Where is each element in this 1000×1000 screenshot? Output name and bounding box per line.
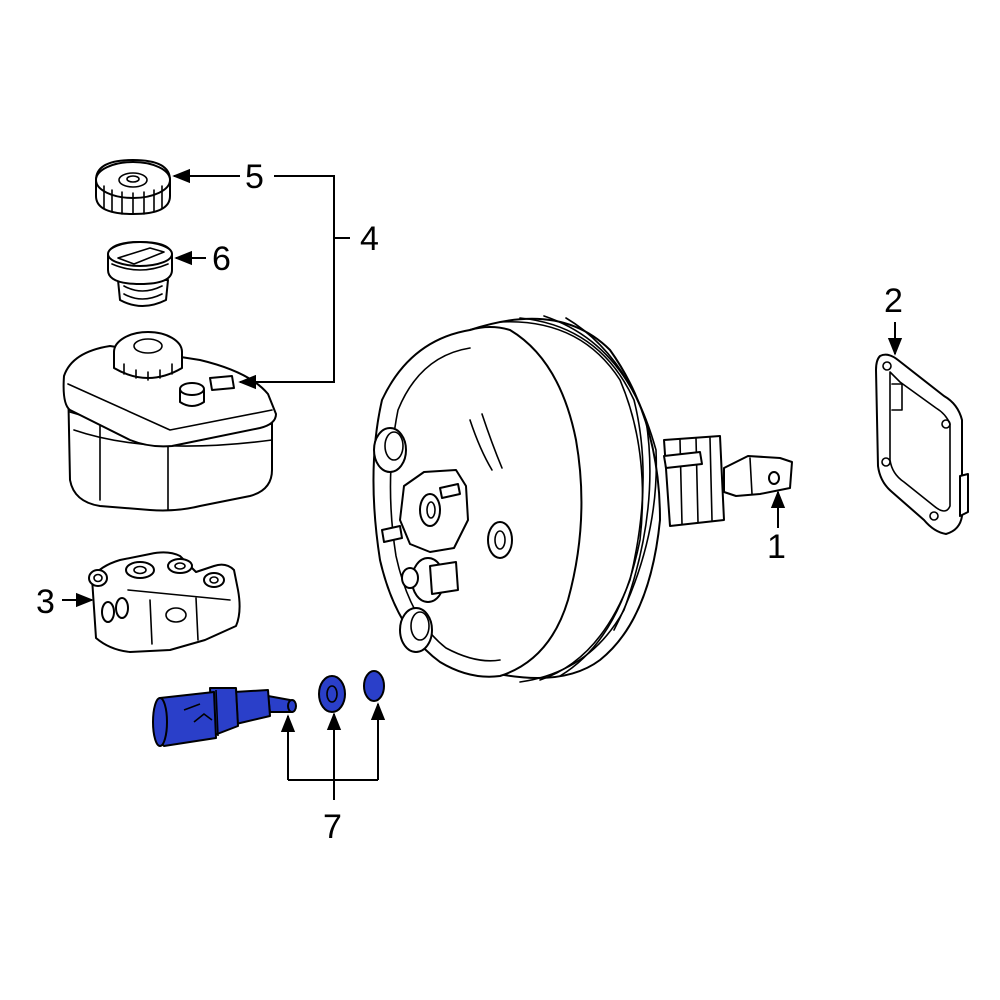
brake-fluid-reservoir-part[interactable] <box>62 331 277 512</box>
callout-1: 1 <box>767 528 786 566</box>
callout-4: 4 <box>360 220 379 258</box>
brake-switch-sensor-part[interactable] <box>152 687 297 747</box>
seal-ring-large-part[interactable] <box>318 675 346 713</box>
callout-2: 2 <box>884 282 903 320</box>
callout-6: 6 <box>212 240 231 278</box>
reservoir-cap-part[interactable] <box>95 159 171 215</box>
leader-4 <box>238 175 335 390</box>
brake-booster-part[interactable] <box>372 315 793 683</box>
seal-ring-small-part[interactable] <box>363 670 385 702</box>
callout-5: 5 <box>245 158 264 196</box>
reservoir-strainer-part[interactable] <box>107 241 173 307</box>
callout-3: 3 <box>36 583 55 621</box>
callout-7: 7 <box>323 808 342 846</box>
booster-gasket-part[interactable] <box>875 353 969 535</box>
master-cylinder-part[interactable] <box>88 551 241 653</box>
leader-lines <box>62 168 903 800</box>
